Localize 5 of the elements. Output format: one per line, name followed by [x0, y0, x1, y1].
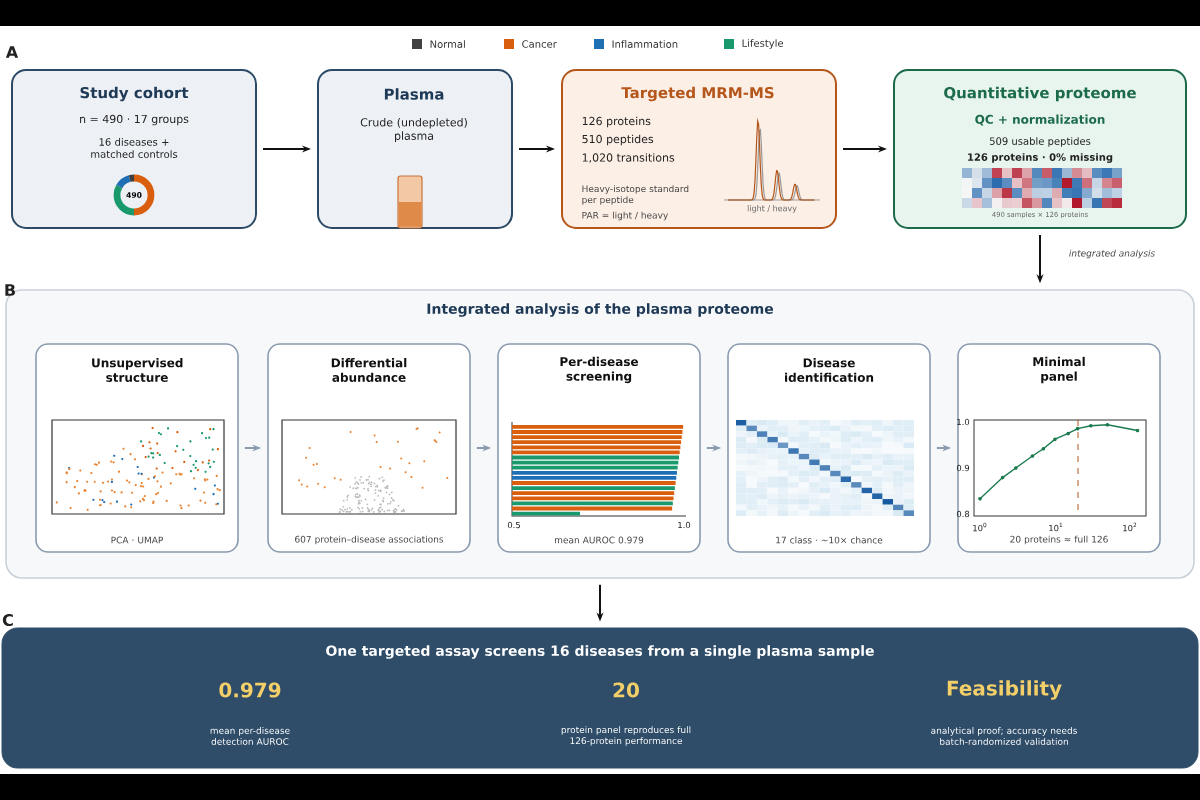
- key-number: 0.979: [219, 682, 281, 698]
- key-number: 20: [613, 682, 639, 698]
- key-heading: Feasibility: [947, 680, 1062, 700]
- section-letter: A: [5, 46, 19, 58]
- section-letter: B: [5, 284, 15, 296]
